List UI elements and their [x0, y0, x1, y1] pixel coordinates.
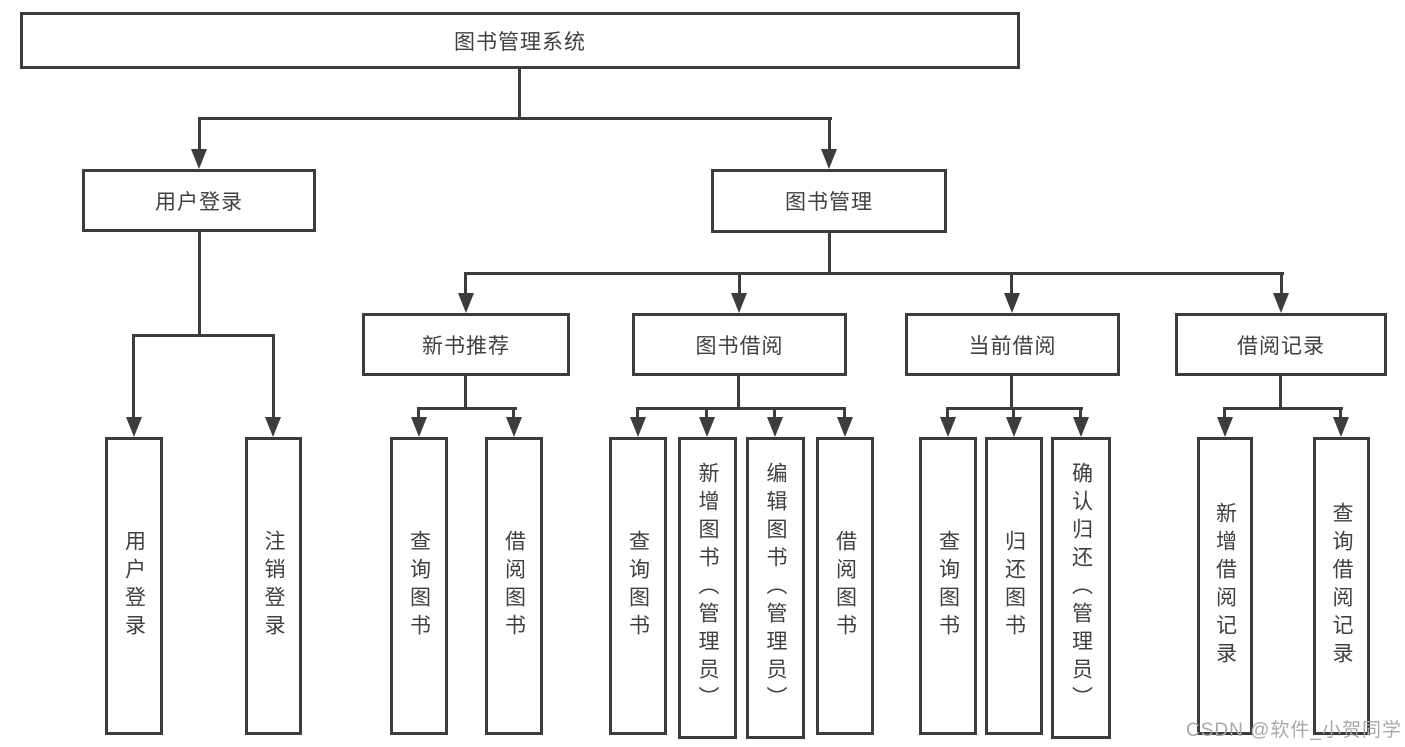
leaf-label: 用户登录 — [122, 530, 146, 642]
leaf-borrow-books-borrowing: 借阅图书 — [816, 437, 874, 735]
connector-drop-leaf — [946, 407, 949, 419]
leaf-query-books-current: 查询图书 — [919, 437, 977, 735]
leaf-query-borrow-record: 查询借阅记录 — [1313, 437, 1370, 735]
arrowhead-icon — [1006, 417, 1022, 437]
arrowhead-icon — [630, 417, 646, 437]
leaf-label: 编辑图书（管理员） — [764, 462, 787, 714]
connector-groupE-stem — [1279, 376, 1282, 410]
arrowhead-icon — [1333, 417, 1349, 437]
leaf-confirm-return-admin: 确认归还（管理员） — [1051, 437, 1111, 739]
connector-drop-leaf — [1223, 407, 1226, 419]
node-current-borrowing: 当前借阅 — [905, 313, 1120, 376]
connector-drop-leaf — [1339, 407, 1342, 419]
leaf-query-books-recommend: 查询图书 — [390, 437, 448, 735]
node-label: 新书推荐 — [422, 334, 510, 358]
arrowhead-icon — [1273, 293, 1289, 313]
leaf-edit-books-admin: 编辑图书（管理员） — [746, 437, 805, 739]
node-label: 图书管理系统 — [454, 30, 586, 54]
arrowhead-icon — [1217, 417, 1233, 437]
connector-groupB-stem — [464, 376, 467, 410]
connector-drop-leaf — [636, 407, 639, 419]
connector-drop-leaf — [705, 407, 708, 419]
connector-mgmt-branch — [464, 272, 1284, 275]
leaf-label: 确认归还（管理员） — [1069, 462, 1093, 714]
leaf-label: 归还图书 — [1002, 530, 1026, 642]
connector-drop-leaf — [272, 334, 275, 417]
connector-drop-l3 — [738, 272, 741, 295]
leaf-label: 新增借阅记录 — [1213, 502, 1237, 670]
arrowhead-icon — [767, 417, 783, 437]
connector-drop-leaf — [1079, 407, 1082, 419]
node-new-book-recommendation: 新书推荐 — [362, 313, 570, 376]
node-label: 当前借阅 — [968, 334, 1057, 358]
connector-login-branch — [132, 334, 275, 337]
leaf-label: 借阅图书 — [833, 530, 857, 642]
leaf-label: 查询图书 — [407, 530, 431, 642]
arrowhead-icon — [699, 417, 715, 437]
connector-drop-book-management — [828, 117, 831, 149]
leaf-add-books-admin: 新增图书（管理员） — [678, 437, 737, 739]
node-user-login: 用户登录 — [82, 169, 316, 232]
node-label: 用户登录 — [155, 190, 243, 214]
leaf-add-borrow-record: 新增借阅记录 — [1197, 437, 1253, 735]
connector-groupC-branch — [636, 407, 846, 410]
leaf-user-login: 用户登录 — [105, 437, 163, 735]
connector-drop-leaf — [773, 407, 776, 419]
arrowhead-icon — [731, 293, 747, 313]
connector-drop-leaf — [417, 407, 420, 419]
leaf-label: 借阅图书 — [502, 530, 526, 642]
csdn-watermark: CSDN @软件_小贺同学 — [1186, 720, 1402, 741]
node-book-management: 图书管理 — [711, 169, 947, 233]
arrowhead-icon — [411, 417, 427, 437]
arrowhead-icon — [837, 417, 853, 437]
connector-drop-leaf — [512, 407, 515, 419]
arrowhead-icon — [940, 417, 956, 437]
connector-login-stem — [198, 232, 201, 337]
arrowhead-icon — [265, 417, 281, 437]
leaf-label: 新增图书（管理员） — [696, 462, 719, 714]
arrowhead-icon — [1004, 293, 1020, 313]
arrowhead-icon — [821, 149, 837, 169]
arrowhead-icon — [191, 149, 207, 169]
leaf-label: 查询借阅记录 — [1330, 502, 1353, 670]
connector-drop-l3 — [464, 272, 467, 295]
arrowhead-icon — [458, 293, 474, 313]
leaf-label: 查询图书 — [936, 530, 960, 642]
node-label: 图书管理 — [785, 191, 873, 214]
node-label: 借阅记录 — [1237, 334, 1325, 358]
connector-groupE-branch — [1223, 407, 1343, 410]
node-library-management-system: 图书管理系统 — [20, 12, 1020, 69]
node-label: 图书借阅 — [695, 334, 784, 358]
leaf-label: 查询图书 — [626, 530, 650, 642]
leaf-borrow-books-recommend: 借阅图书 — [485, 437, 543, 735]
connector-groupD-stem — [1010, 376, 1013, 410]
arrowhead-icon — [126, 417, 142, 437]
connector-root-branch — [198, 117, 832, 120]
connector-drop-leaf — [132, 334, 135, 417]
arrowhead-icon — [1073, 417, 1089, 437]
connector-groupC-stem — [737, 376, 740, 410]
connector-drop-l3 — [1280, 272, 1283, 295]
leaf-query-books-borrowing: 查询图书 — [609, 437, 667, 735]
arrowhead-icon — [506, 417, 522, 437]
connector-drop-user-login — [198, 117, 201, 149]
leaf-label: 注销登录 — [262, 530, 285, 642]
node-book-borrowing: 图书借阅 — [632, 313, 847, 376]
connector-mgmt-stem — [828, 233, 831, 275]
node-borrowing-records: 借阅记录 — [1175, 313, 1387, 376]
leaf-return-books: 归还图书 — [985, 437, 1043, 735]
connector-root-stem — [518, 69, 521, 118]
connector-drop-leaf — [1012, 407, 1015, 419]
leaf-logout: 注销登录 — [245, 437, 302, 735]
connector-drop-l3 — [1010, 272, 1013, 295]
connector-groupB-branch — [417, 407, 517, 410]
connector-drop-leaf — [843, 407, 846, 419]
